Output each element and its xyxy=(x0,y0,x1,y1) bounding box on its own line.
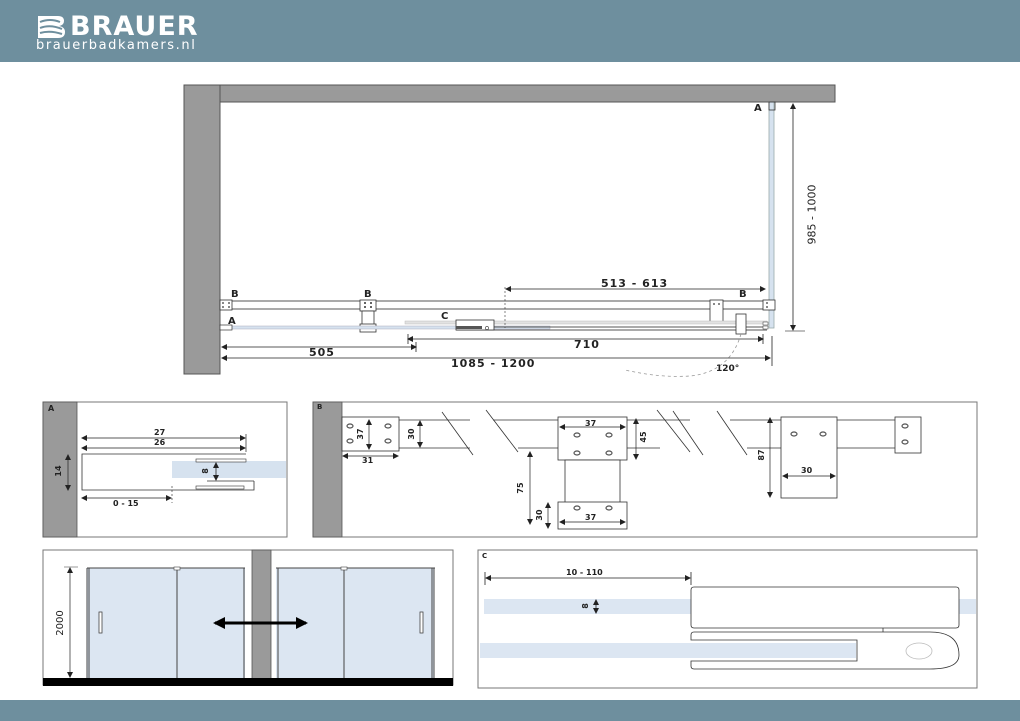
marker-b-left: B xyxy=(231,289,239,300)
dim-b-30-right: 30 xyxy=(801,466,813,475)
dim-swing-angle: 120° xyxy=(716,364,740,374)
marker-c: C xyxy=(441,311,449,322)
door-handle-right xyxy=(419,611,424,634)
brand-mark-icon xyxy=(38,16,65,38)
dim-b-87: 87 xyxy=(757,449,766,461)
right-glass-panel xyxy=(768,101,775,329)
dim-b-37-mid: 37 xyxy=(585,419,597,428)
floor xyxy=(43,678,453,686)
dim-b-75: 75 xyxy=(516,482,525,494)
dim-c-range: 10 - 110 xyxy=(566,568,603,577)
marker-b-right: B xyxy=(739,289,747,300)
marker-a-top: A xyxy=(754,103,762,114)
dim-a-8: 8 xyxy=(201,468,210,474)
b-bracket-right-arm xyxy=(709,299,724,324)
marker-a-left: A xyxy=(228,316,236,327)
dim-b-45: 45 xyxy=(639,431,648,443)
dim-door-width: 710 xyxy=(574,338,600,351)
a-clamp-left xyxy=(219,324,233,331)
b-bracket-mid xyxy=(359,299,377,312)
header-bar: BRAUER brauerbadkamers.nl xyxy=(0,0,1020,62)
dim-b-37-left: 37 xyxy=(356,428,365,440)
dim-b-37-bottom: 37 xyxy=(585,513,597,522)
a-clamp-top xyxy=(768,101,776,111)
left-wall xyxy=(183,84,221,375)
b-bracket-right xyxy=(762,299,776,311)
footer-bar xyxy=(0,700,1020,721)
dim-slider-offset: 513 - 613 xyxy=(601,277,669,290)
dim-height: 2000 xyxy=(55,610,66,636)
detail-b-label: B xyxy=(317,403,323,411)
door-handle-left xyxy=(98,611,103,634)
detail-a-label: A xyxy=(48,404,55,413)
dim-c-8: 8 xyxy=(581,603,590,609)
dim-b-31: 31 xyxy=(362,456,374,465)
center-wall xyxy=(251,549,272,680)
c-slider xyxy=(455,319,495,331)
b-bracket-left xyxy=(219,299,233,311)
top-wall xyxy=(183,84,836,103)
dim-b-30-left: 30 xyxy=(407,428,416,440)
dim-a-26: 26 xyxy=(154,438,166,447)
dim-total-width: 1085 - 1200 xyxy=(451,357,536,370)
detail-c-panel xyxy=(477,549,978,689)
door-handle xyxy=(735,313,747,335)
swing-arc xyxy=(624,333,742,377)
dim-a-0-15: 0 - 15 xyxy=(113,499,139,508)
brand-name: BRAUER xyxy=(70,11,199,42)
dim-a-14: 14 xyxy=(54,465,63,477)
plan-view xyxy=(183,84,836,377)
dim-b-30-mid: 30 xyxy=(535,509,544,521)
dim-fixed-panel: 505 xyxy=(309,346,335,359)
marker-b-mid: B xyxy=(364,289,372,300)
dim-right-depth: 985 - 1000 xyxy=(805,184,819,245)
elevation-panel xyxy=(42,549,454,686)
brand-url[interactable]: brauerbadkamers.nl xyxy=(36,38,197,53)
detail-c-label: C xyxy=(482,552,488,560)
detail-a-panel xyxy=(42,401,288,538)
detail-b-panel xyxy=(312,401,978,538)
dim-a-27: 27 xyxy=(154,428,166,437)
